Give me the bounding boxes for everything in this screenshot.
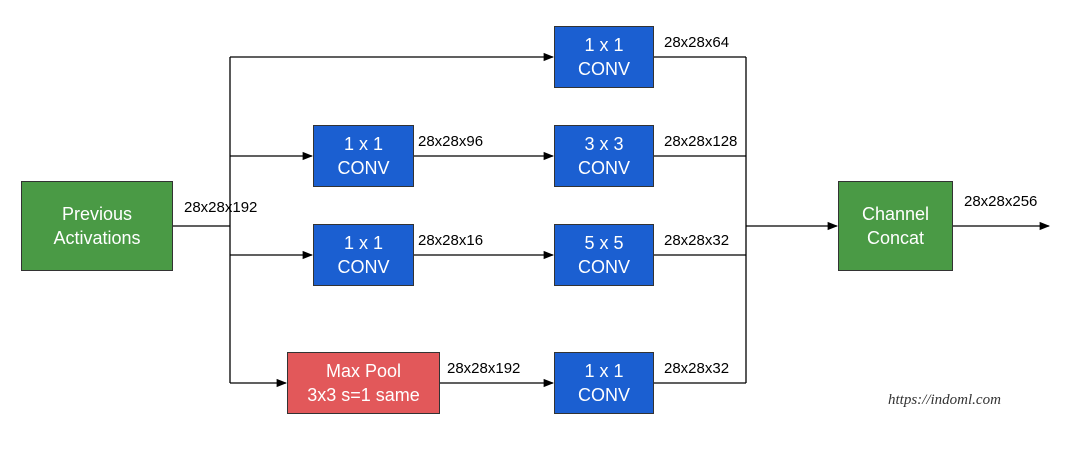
previous-activations-box: Previous Activations: [21, 181, 173, 271]
conv-1x1-bottom-box: 1 x 1 CONV: [554, 352, 654, 414]
watermark-url: https://indoml.com: [888, 392, 1001, 408]
max-pool-label: Max Pool 3x3 s=1 same: [307, 361, 420, 405]
label-reduce-3x3-dims: 28x28x96: [418, 133, 484, 150]
conv-3x3-label: 3 x 3 CONV: [577, 134, 630, 178]
conv-1x1-top-label: 1 x 1 CONV: [577, 35, 630, 79]
conv-5x5-label: 5 x 5 CONV: [577, 233, 630, 277]
label-pool-branch-out-dims: 28x28x32: [664, 360, 730, 377]
label-reduce-5x5-dims: 28x28x16: [418, 232, 484, 249]
conv-1x1-reduce-5x5-box: 1 x 1 CONV: [313, 224, 414, 286]
max-pool-box: Max Pool 3x3 s=1 same: [287, 352, 440, 414]
label-pool-out-dims: 28x28x192: [447, 360, 521, 377]
conv-1x1-reduce-3x3-label: 1 x 1 CONV: [337, 134, 390, 178]
conv-1x1-reduce-5x5-label: 1 x 1 CONV: [337, 233, 390, 277]
channel-concat-box: Channel Concat: [838, 181, 953, 271]
conv-1x1-bottom-label: 1 x 1 CONV: [577, 361, 630, 405]
conv-1x1-top-box: 1 x 1 CONV: [554, 26, 654, 88]
channel-concat-label: Channel Concat: [861, 204, 930, 248]
conv-5x5-box: 5 x 5 CONV: [554, 224, 654, 286]
previous-activations-label: Previous Activations: [53, 204, 141, 248]
conv-1x1-reduce-3x3-box: 1 x 1 CONV: [313, 125, 414, 187]
label-out-5x5-dims: 28x28x32: [664, 232, 730, 249]
label-input-dims: 28x28x192: [184, 199, 258, 216]
label-output-dims: 28x28x256: [964, 193, 1038, 210]
label-out-3x3-dims: 28x28x128: [664, 133, 738, 150]
label-top-out-dims: 28x28x64: [664, 34, 730, 51]
conv-3x3-box: 3 x 3 CONV: [554, 125, 654, 187]
